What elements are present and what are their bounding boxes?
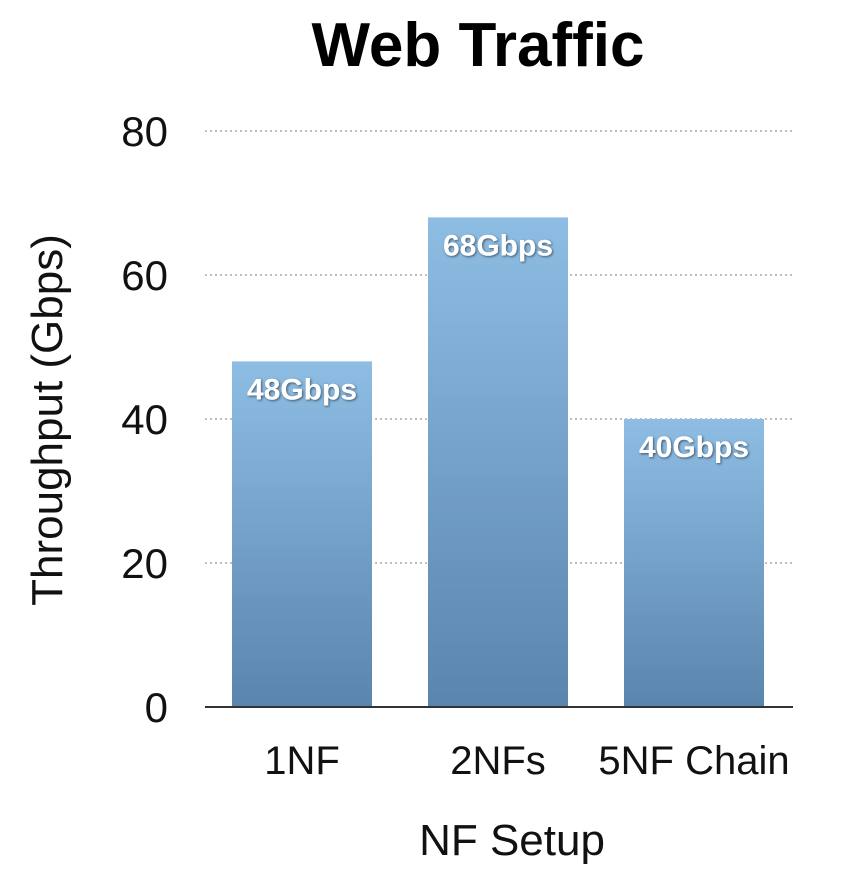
x-tick-labels: 1NF 2NFs 5NF Chain	[264, 739, 789, 783]
y-tick-labels: 0 20 40 60 80	[121, 108, 168, 731]
y-tick-label-80: 80	[121, 108, 168, 155]
x-tick-label-1nf: 1NF	[264, 739, 340, 783]
y-tick-label-0: 0	[145, 684, 168, 731]
y-tick-label-20: 20	[121, 540, 168, 587]
chart-title: Web Traffic	[311, 11, 644, 80]
x-axis-label: NF Setup	[419, 816, 605, 865]
bar-1nf	[232, 361, 372, 707]
y-tick-label-40: 40	[121, 396, 168, 443]
bar-5nf-chain	[624, 419, 764, 707]
y-axis-label: Throughput (Gbps)	[23, 234, 72, 606]
x-tick-label-2nfs: 2NFs	[450, 739, 546, 783]
bars: 48Gbps 68Gbps 40Gbps	[232, 217, 764, 707]
y-tick-label-60: 60	[121, 252, 168, 299]
x-tick-label-5nf-chain: 5NF Chain	[598, 739, 789, 783]
bar-2nfs	[428, 217, 568, 707]
bar-data-label: 68Gbps	[443, 229, 553, 262]
bar-data-label: 40Gbps	[639, 431, 749, 464]
bar-data-label: 48Gbps	[247, 373, 357, 406]
